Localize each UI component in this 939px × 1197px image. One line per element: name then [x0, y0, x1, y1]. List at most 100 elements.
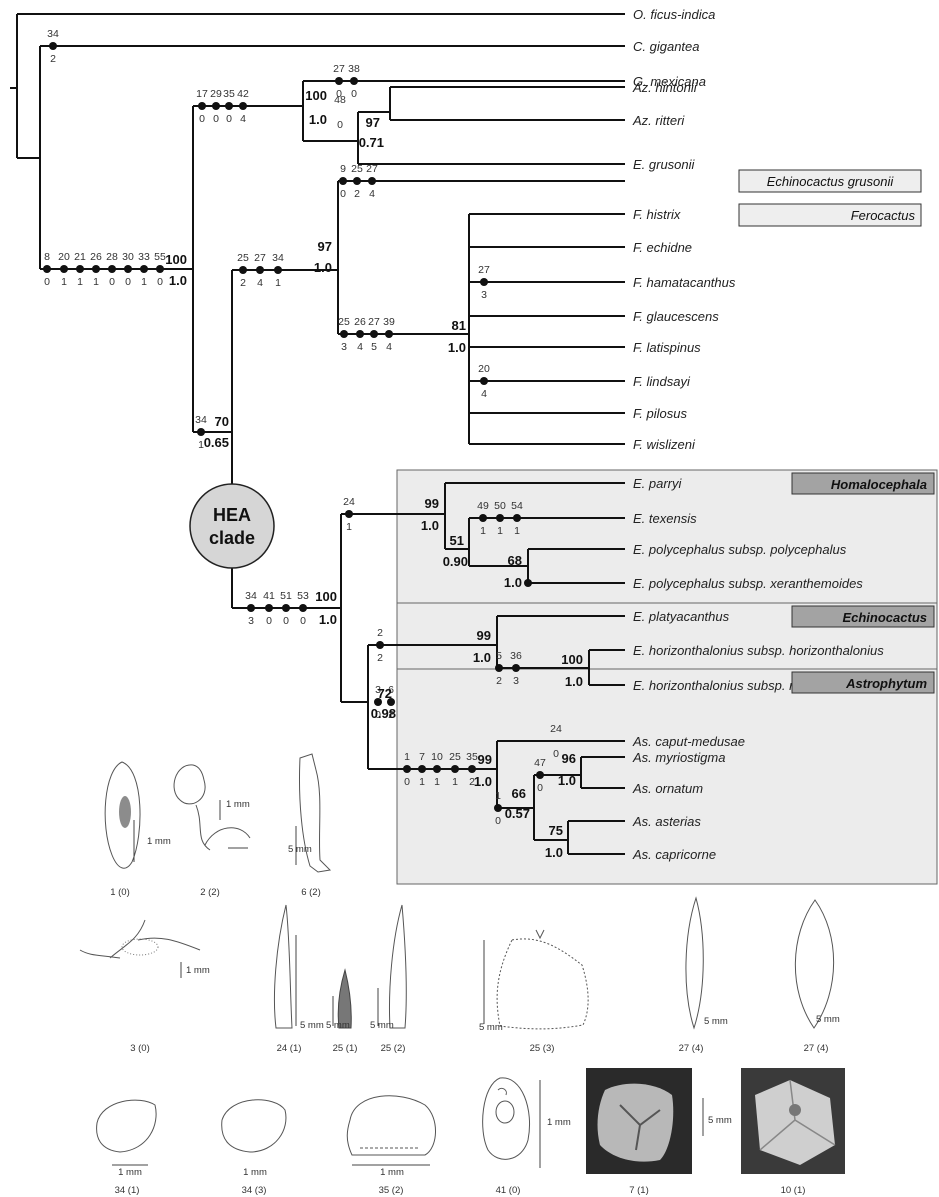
scale-label: 1 mm	[186, 965, 210, 976]
character-number: 33	[138, 251, 150, 263]
clade-label-grusonii: Echinocactus grusonii	[767, 174, 895, 189]
character-state: 2	[377, 652, 383, 664]
character-change-dot	[513, 514, 521, 522]
character-number: 17	[196, 88, 208, 100]
illustration-caption: 27 (4)	[804, 1043, 829, 1054]
bootstrap-value: 96	[562, 751, 576, 766]
tip-label: As. caput-medusae	[632, 734, 745, 749]
bootstrap-value: 75	[549, 823, 563, 838]
character-state: 0	[375, 709, 381, 721]
character-state: 1	[419, 776, 425, 788]
character-change-dot	[350, 77, 358, 85]
illustration-caption: 25 (2)	[381, 1043, 406, 1054]
character-state: 4	[257, 277, 263, 289]
character-change-dot	[225, 102, 233, 110]
character-number: 54	[511, 500, 523, 512]
character-state: 0	[495, 815, 501, 827]
character-number: 27	[254, 252, 266, 264]
tip-label: E. platyacanthus	[633, 609, 730, 624]
character-number: 27	[366, 163, 378, 175]
tip-label: F. lindsayi	[633, 374, 691, 389]
character-change-dot	[495, 664, 503, 672]
posterior-value: 1.0	[319, 612, 337, 627]
character-change-dot	[239, 102, 247, 110]
illustration-bract-25b: 5 mm 25 (2)	[370, 904, 407, 1054]
tip-label: E. grusonii	[633, 157, 696, 172]
illustration-caption: 2 (2)	[200, 887, 220, 898]
bootstrap-value: 97	[366, 115, 380, 130]
illustration-areole-3: 1 mm 3 (0)	[79, 919, 210, 1054]
character-state: 0	[125, 276, 131, 288]
posterior-value: 0.98	[371, 706, 396, 721]
character-state: 0	[283, 615, 289, 627]
tip-label: E. polycephalus subsp. xeranthemoides	[633, 576, 863, 591]
character-change-dot	[299, 604, 307, 612]
character-state: 2	[240, 277, 246, 289]
character-state: 1	[514, 525, 520, 537]
character-state: 4	[481, 388, 487, 400]
illustration-caption: 6 (2)	[301, 887, 321, 898]
posterior-value: 1.0	[545, 845, 563, 860]
character-number: 51	[280, 590, 292, 602]
bootstrap-value: 100	[561, 652, 583, 667]
tip-label: Az. ritteri	[632, 113, 685, 128]
character-change-dot	[92, 265, 100, 273]
illustration-flower-6: 5 mm 6 (2)	[288, 753, 332, 898]
character-state: 0	[213, 113, 219, 125]
character-state: 0	[300, 615, 306, 627]
clade-label-ferocactus: Ferocactus	[851, 208, 916, 223]
character-state: 0	[340, 188, 346, 200]
illustration-caption: 3 (0)	[130, 1043, 150, 1054]
tip-label: C. gigantea	[633, 39, 700, 54]
posterior-value: 1.0	[473, 650, 491, 665]
bootstrap-value: 99	[425, 496, 439, 511]
character-state: 0	[537, 782, 543, 794]
scale-label: 1 mm	[547, 1117, 571, 1128]
character-number: 42	[237, 88, 249, 100]
character-number: 27	[368, 316, 380, 328]
character-state: 4	[369, 188, 375, 200]
scale-label: 1 mm	[147, 836, 171, 847]
bootstrap-value: 72	[378, 686, 392, 701]
character-state: 3	[248, 615, 254, 627]
tip-label: As. capricorne	[632, 847, 716, 862]
character-change-dot	[339, 177, 347, 185]
character-change-dot	[212, 102, 220, 110]
character-state: 1	[77, 276, 83, 288]
character-change-dot	[140, 265, 148, 273]
illustration-seed-34b: 1 mm 34 (3)	[221, 1099, 287, 1196]
scale-label: 5 mm	[370, 1020, 394, 1031]
character-number: 24	[343, 496, 355, 508]
character-state: 0	[44, 276, 50, 288]
illustration-seedling-2: 1 mm 2 (2)	[173, 764, 251, 898]
character-change-dot	[524, 579, 532, 587]
character-number: 27	[333, 63, 345, 75]
character-state: 2	[496, 675, 502, 687]
character-change-dot	[403, 765, 411, 773]
character-change-dot	[256, 266, 264, 274]
character-state: 1	[497, 525, 503, 537]
character-change-dot	[335, 77, 343, 85]
character-state: 3	[481, 289, 487, 301]
character-state: 1	[275, 277, 281, 289]
character-change-dot	[265, 604, 273, 612]
character-number: 28	[106, 251, 118, 263]
scale-label: 5 mm	[288, 844, 312, 855]
character-change-dot	[197, 428, 205, 436]
character-state: 0	[336, 88, 342, 100]
character-change-dot	[124, 265, 132, 273]
character-change-dot	[345, 510, 353, 518]
clade-label-astrophytum: Astrophytum	[845, 676, 927, 691]
character-number: 55	[154, 251, 166, 263]
character-number: 25	[351, 163, 363, 175]
posterior-value: 1.0	[169, 273, 187, 288]
character-number: 25	[338, 316, 350, 328]
character-number: 26	[354, 316, 366, 328]
character-change-dot	[340, 330, 348, 338]
illustration-seed-41: 1 mm 41 (0)	[482, 1077, 571, 1196]
posterior-value: 0.71	[359, 135, 384, 150]
bootstrap-value: 51	[450, 533, 464, 548]
character-state: 2	[50, 53, 56, 65]
illustration-seed-34a: 1 mm 34 (1)	[96, 1099, 157, 1196]
